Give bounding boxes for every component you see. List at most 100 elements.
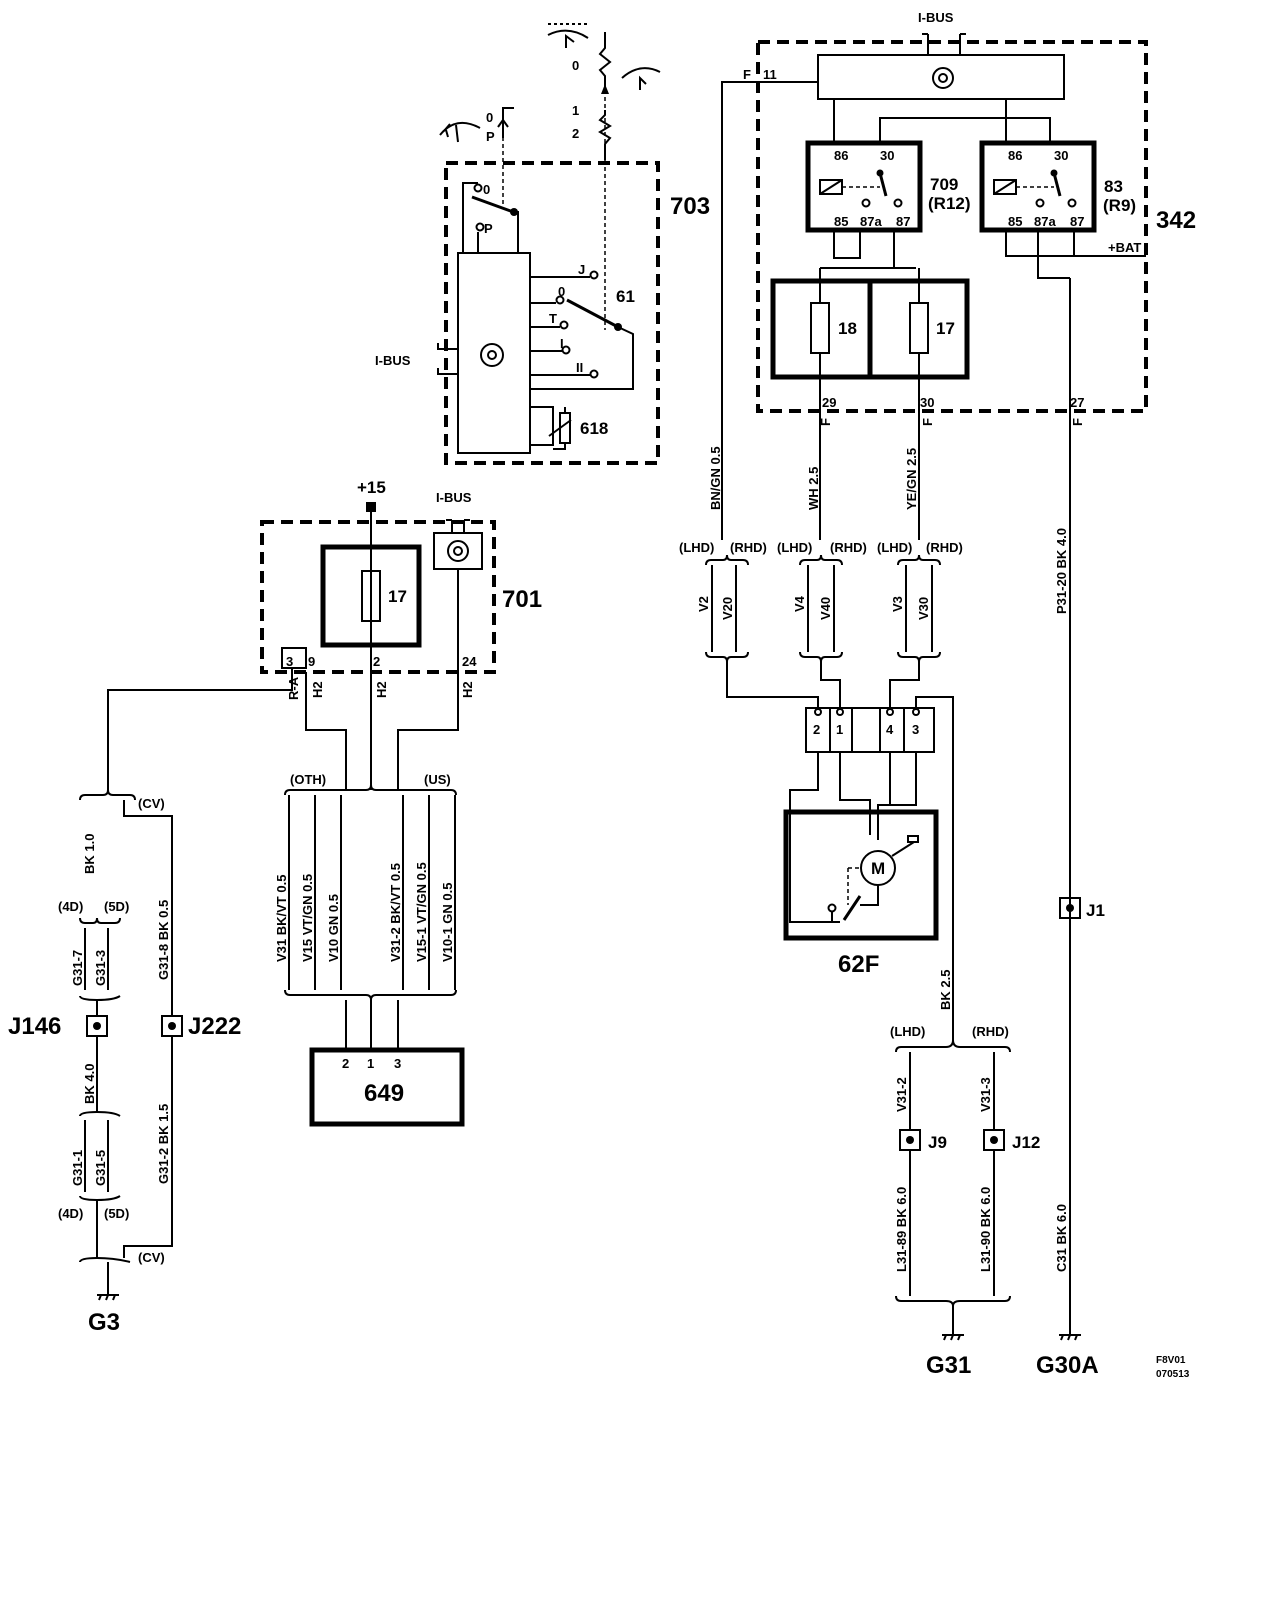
label-footer-code: F8V01 [1156,1355,1186,1366]
label-sw-t: T [549,311,557,326]
label-v101: V10-1 GN 0.5 [440,883,455,963]
label-618: 618 [580,419,608,438]
label-4d-top: (4D) [58,899,83,914]
label-pin-3: 3 [286,654,293,669]
label-int-2: 2 [572,126,579,141]
label-lhd-3: (LHD) [877,540,912,555]
component-701 [107,502,496,790]
label-pin-11: 11 [763,67,777,82]
label-g312bk: G31-2 BK 1.5 [156,1104,171,1184]
label-int-1: 1 [572,103,579,118]
wiper-indicators [439,23,661,160]
label-lhd-2: (LHD) [777,540,812,555]
label-f-30: F [920,418,935,426]
label-top-0: 0 [483,182,490,197]
label-709: 709 [930,175,958,194]
label-rhd-3: (RHD) [926,540,963,555]
label-g30a: G30A [1036,1352,1099,1379]
label-wire-wh: WH 2.5 [806,467,821,510]
label-sw-i: I [560,336,564,351]
label-conn-4: 4 [886,722,894,737]
label-g313: G31-3 [93,950,108,986]
label-v31: V31 BK/VT 0.5 [274,875,289,962]
label-lhd-g31: (LHD) [890,1024,925,1039]
label-ibus-701: I-BUS [436,490,472,505]
label-709-86: 86 [834,148,848,163]
label-oth: (OTH) [290,772,326,787]
label-j222: J222 [188,1013,241,1040]
label-701: 701 [502,586,542,613]
label-c31: C31 BK 6.0 [1054,1204,1069,1272]
label-v151: V15-1 VT/GN 0.5 [414,862,429,962]
label-j146: J146 [8,1013,61,1040]
label-g31: G31 [926,1352,971,1379]
label-pin-29: 29 [822,395,836,410]
label-wiper-0: 0 [486,110,493,125]
label-f-29: F [818,418,833,426]
label-g3: G3 [88,1309,120,1336]
label-conn-1: 1 [836,722,843,737]
label-v313: V31-3 [978,1077,993,1112]
label-649-pin3: 3 [394,1056,401,1071]
label-j12: J12 [1012,1133,1040,1152]
component-649-harness [284,784,465,1127]
ground-g31-branch [895,897,1081,1341]
label-h2-24: H2 [460,681,475,698]
label-bat: +BAT [1108,240,1141,255]
label-v20: V20 [720,597,735,620]
label-lhd-1: (LHD) [679,540,714,555]
label-703: 703 [670,193,710,220]
component-62F [783,707,939,941]
label-83-86: 86 [1008,148,1022,163]
label-v15: V15 VT/GN 0.5 [300,874,315,962]
label-pin-24: 24 [462,654,477,669]
label-fuse-18: 18 [838,319,857,338]
label-j1: J1 [1086,901,1105,920]
label-5d-bot: (5D) [104,1206,129,1221]
label-top-p: P [484,221,493,236]
label-v4: V4 [792,595,807,612]
wires-342-down [721,81,1071,1335]
ground-g3-branch [79,789,183,1301]
label-83-sub: (R9) [1103,196,1136,215]
label-sw-0: 0 [558,284,565,299]
label-f-27: F [1070,418,1085,426]
label-4d-bot: (4D) [58,1206,83,1221]
label-us: (US) [424,772,451,787]
label-709-87a: 87a [860,214,882,229]
label-61: 61 [616,287,635,306]
label-83-85: 85 [1008,214,1022,229]
label-g318: G31-8 BK 0.5 [156,900,171,980]
label-83-87a: 87a [1034,214,1056,229]
label-rhd-2: (RHD) [830,540,867,555]
label-v3: V3 [890,596,905,612]
label-342: 342 [1156,207,1196,234]
label-709-sub: (R12) [928,194,971,213]
component-703 [437,90,660,465]
label-conn-2: 2 [813,722,820,737]
label-cv-bot: (CV) [138,1250,165,1265]
label-649-pin1: 1 [367,1056,374,1071]
label-v2: V2 [696,596,711,612]
label-wire-bngn: BN/GN 0.5 [708,446,723,510]
label-709-30: 30 [880,148,894,163]
label-wire-p3120: P31-20 BK 4.0 [1054,528,1069,614]
component-342 [756,33,1148,413]
variant-connectors [705,554,954,1040]
label-j9: J9 [928,1133,947,1152]
label-l3190: L31-90 BK 6.0 [978,1187,993,1272]
label-83-30: 30 [1054,148,1068,163]
label-g311: G31-1 [70,1150,85,1186]
label-ibus-703: I-BUS [375,353,411,368]
label-int-0: 0 [572,58,579,73]
label-fuse-17-701: 17 [388,587,407,606]
label-v312: V31-2 [894,1077,909,1112]
label-83-87: 87 [1070,214,1084,229]
label-pin-30: 30 [920,395,934,410]
label-v10: V10 GN 0.5 [326,894,341,962]
label-fuse-17: 17 [936,319,955,338]
label-wiper-p: P [486,129,495,144]
label-649: 649 [364,1080,404,1107]
label-sw-ii: II [576,360,583,375]
